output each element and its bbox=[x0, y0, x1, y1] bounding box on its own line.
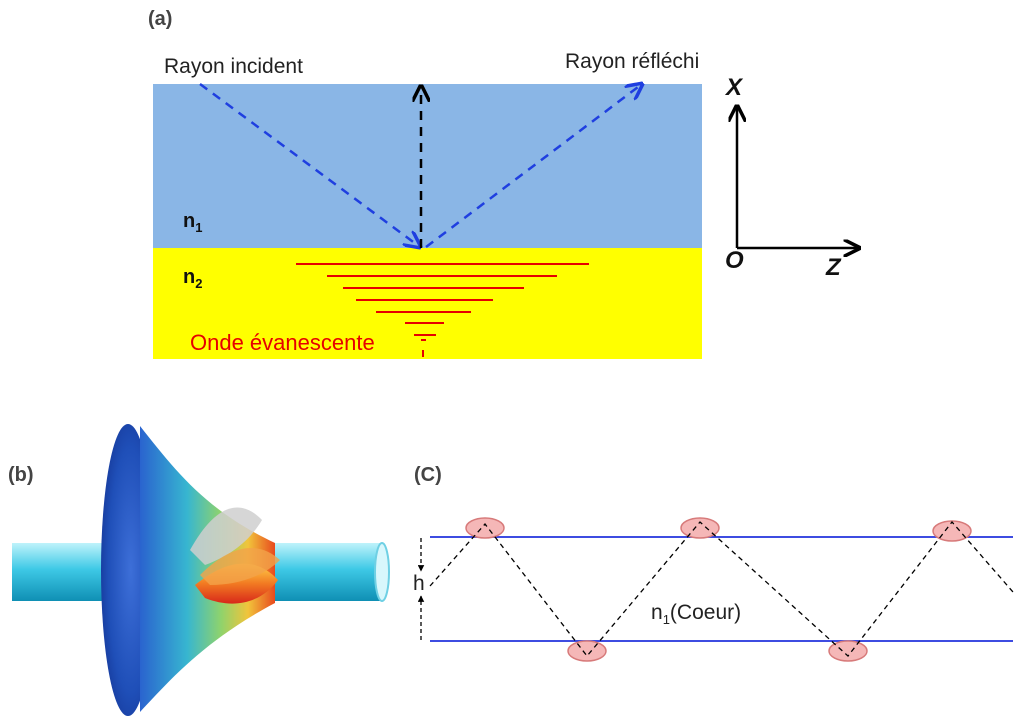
reflection-spots bbox=[465, 517, 972, 662]
wave-peak-top bbox=[190, 507, 262, 565]
panel-label-a: (a) bbox=[148, 8, 173, 30]
z-axis-label: Z bbox=[826, 254, 841, 281]
evanescent-wave-lines bbox=[296, 263, 589, 336]
evanescent-wave-label: Onde évanescente bbox=[190, 330, 375, 355]
x-axis-label: X bbox=[726, 74, 743, 101]
zigzag-guided-ray bbox=[429, 520, 1014, 658]
reflected-ray-arrow bbox=[425, 84, 642, 248]
n2-label: n2 bbox=[183, 266, 203, 291]
upper-medium-n1 bbox=[153, 84, 702, 248]
incident-ray-label: Rayon incident bbox=[164, 55, 303, 78]
origin-label: O bbox=[725, 247, 744, 274]
lower-medium-n2 bbox=[153, 248, 702, 359]
fiber-end-face bbox=[374, 542, 390, 602]
incident-ray-arrow bbox=[199, 82, 420, 247]
core-label: n1(Coeur) bbox=[651, 601, 742, 628]
evanescent-decay-marker bbox=[421, 339, 426, 357]
coordinate-axes bbox=[737, 106, 859, 248]
reflected-ray-label: Rayon réfléchi bbox=[565, 50, 700, 73]
h-label: h bbox=[413, 572, 425, 595]
n1-label: n1 bbox=[183, 210, 203, 235]
panel-label-b: (b) bbox=[8, 464, 34, 486]
panel-label-c: (C) bbox=[414, 464, 442, 486]
fiber-evanescent-illustration bbox=[12, 424, 390, 716]
